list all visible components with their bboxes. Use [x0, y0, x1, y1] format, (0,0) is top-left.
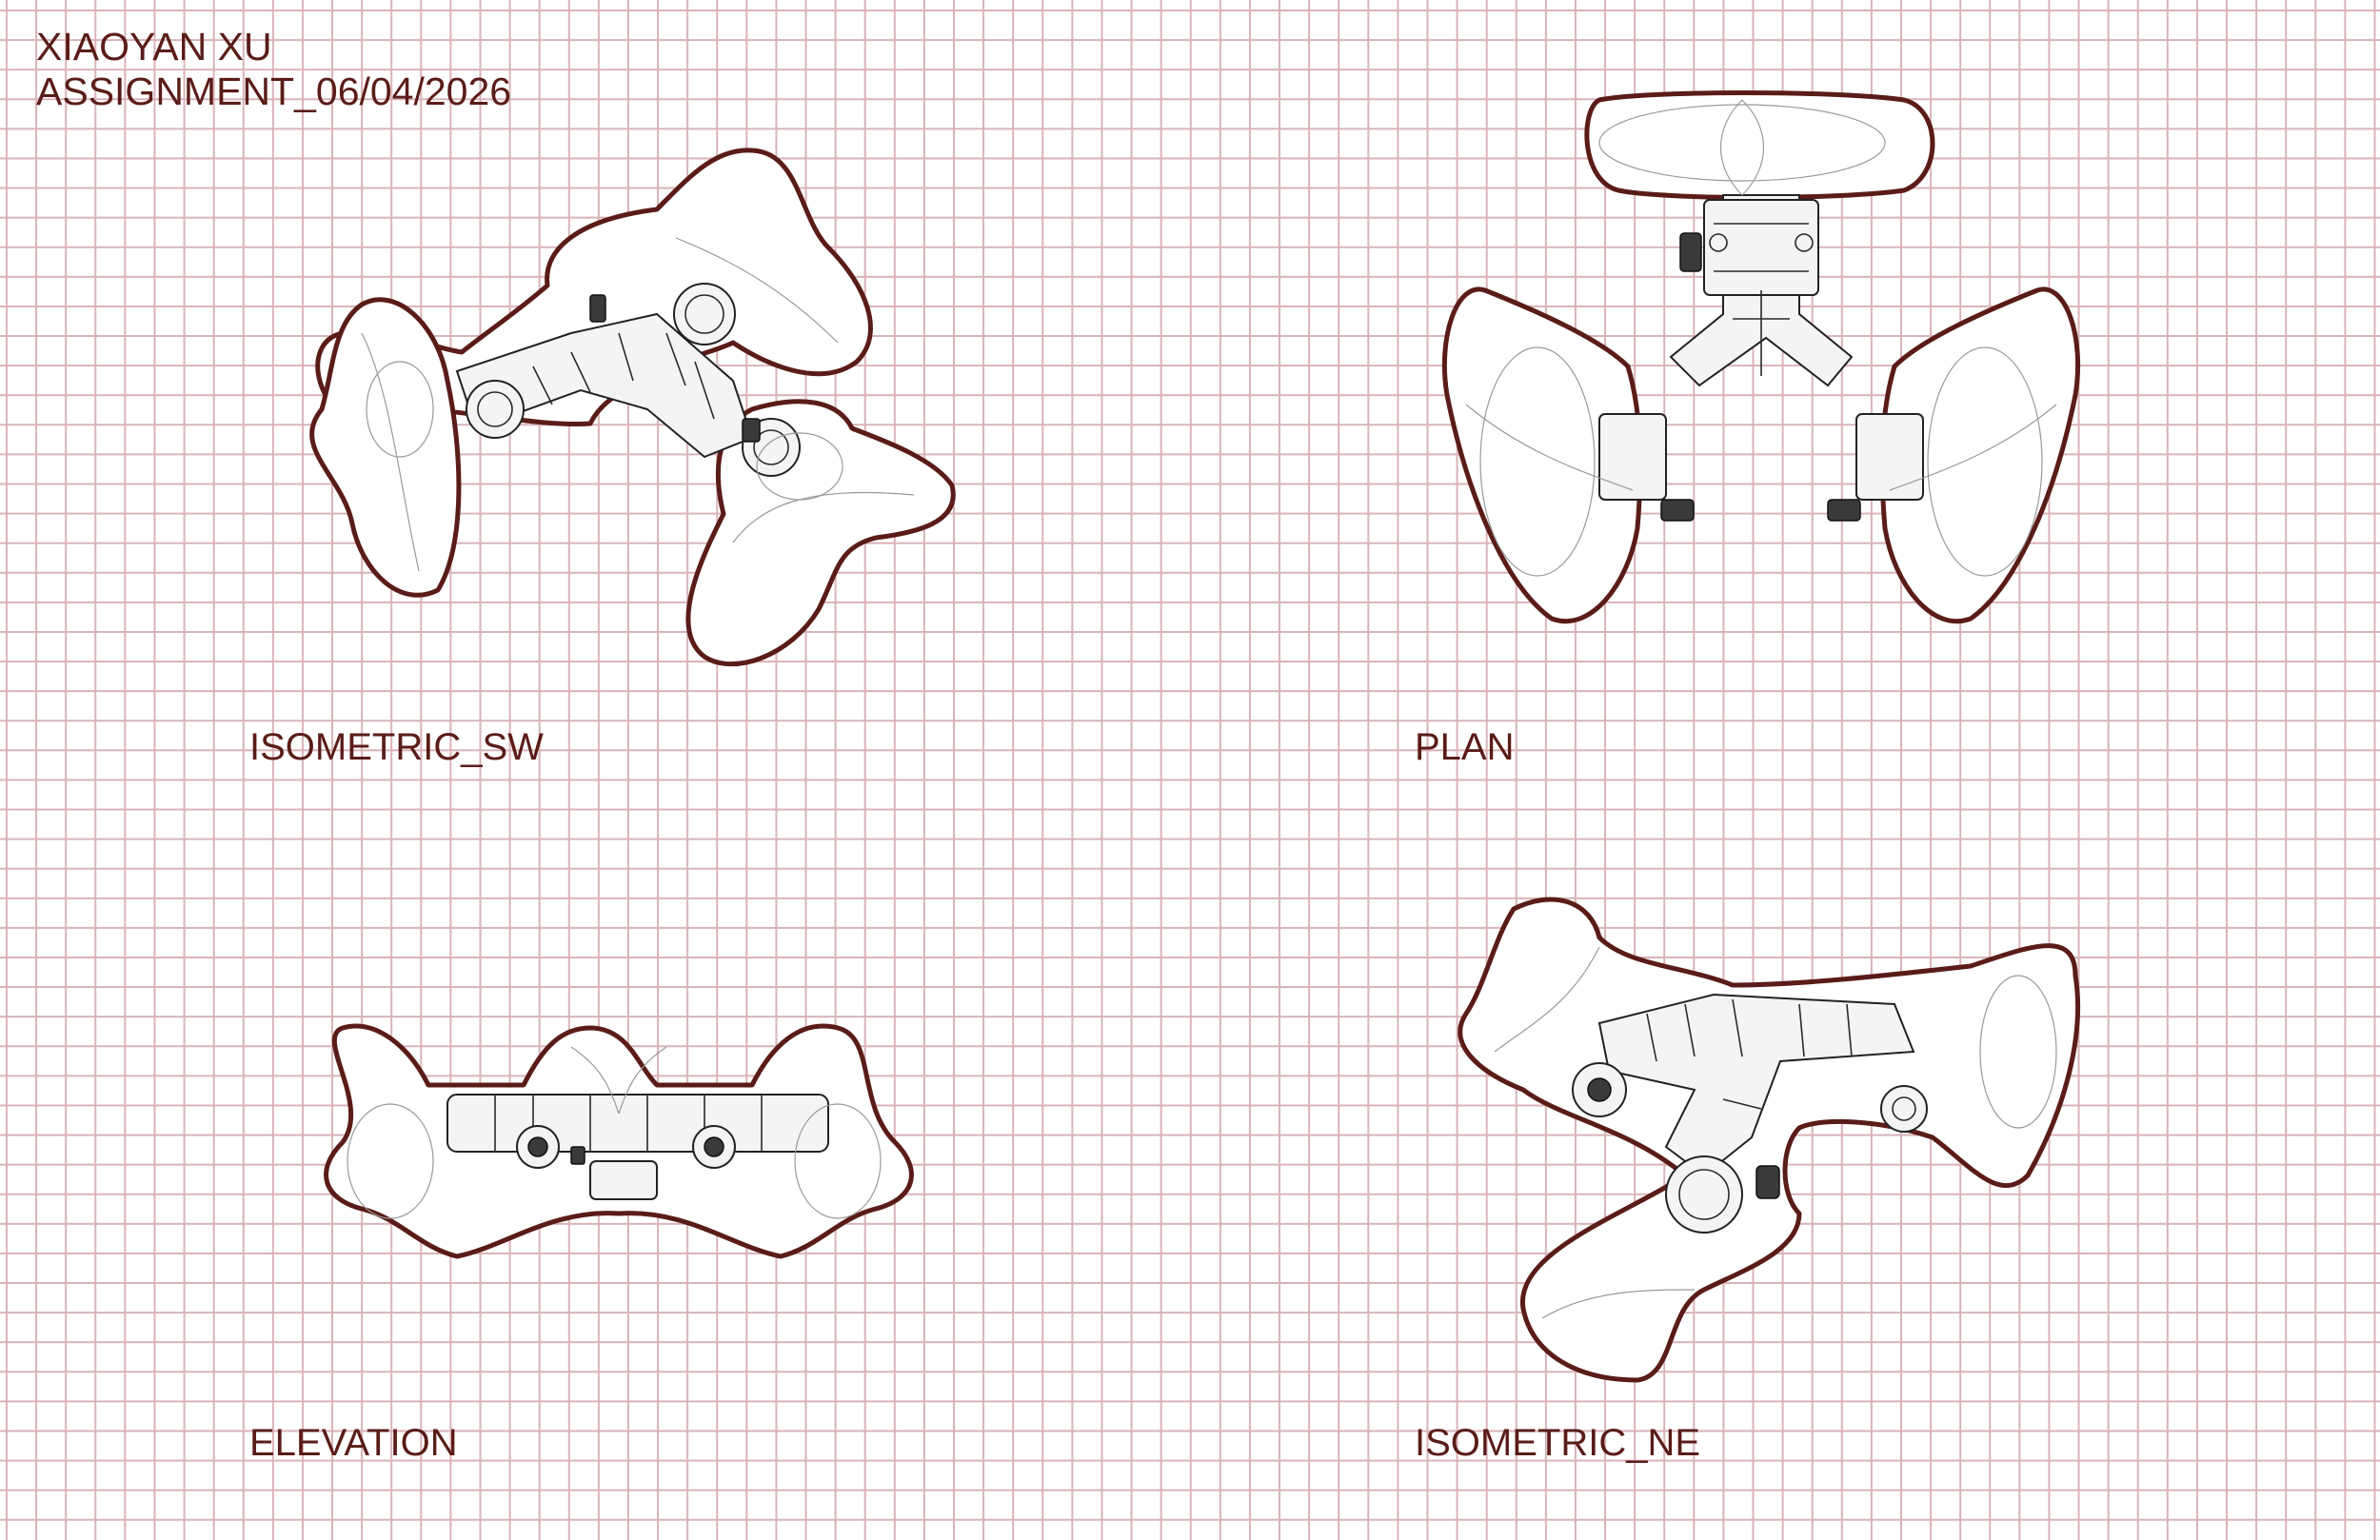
- elevation-drawing: [324, 1023, 914, 1259]
- isometric-ne-drawing: [1458, 897, 2080, 1383]
- elevation-connector: [446, 1094, 829, 1200]
- sheet-header: XIAOYAN XU ASSIGNMENT_06/04/2026: [36, 25, 511, 114]
- plan-outline: [1441, 90, 2081, 624]
- isometric-sw-drawing: [309, 148, 956, 667]
- isometric-ne-outline: [1458, 897, 2080, 1383]
- assignment-title: ASSIGNMENT_06/04/2026: [36, 69, 512, 113]
- view-label-isometric-sw: ISOMETRIC_SW: [249, 726, 544, 768]
- isometric-ne-pad-details: [1494, 946, 2057, 1319]
- isometric-sw-outline: [309, 148, 956, 667]
- plan-pad-details: [1465, 99, 2057, 577]
- elevation-pad-details: [347, 1046, 882, 1219]
- plan-connector: [1598, 194, 1924, 522]
- author-name: XIAOYAN XU: [36, 25, 272, 69]
- plan-drawing: [1441, 90, 2081, 624]
- view-label-elevation: ELEVATION: [249, 1422, 458, 1464]
- isometric-sw-pad-details: [361, 237, 915, 572]
- view-label-plan: PLAN: [1415, 726, 1515, 768]
- view-label-isometric-ne: ISOMETRIC_NE: [1415, 1422, 1701, 1464]
- isometric-ne-connector: [1572, 993, 1928, 1234]
- isometric-sw-connector: [455, 283, 801, 477]
